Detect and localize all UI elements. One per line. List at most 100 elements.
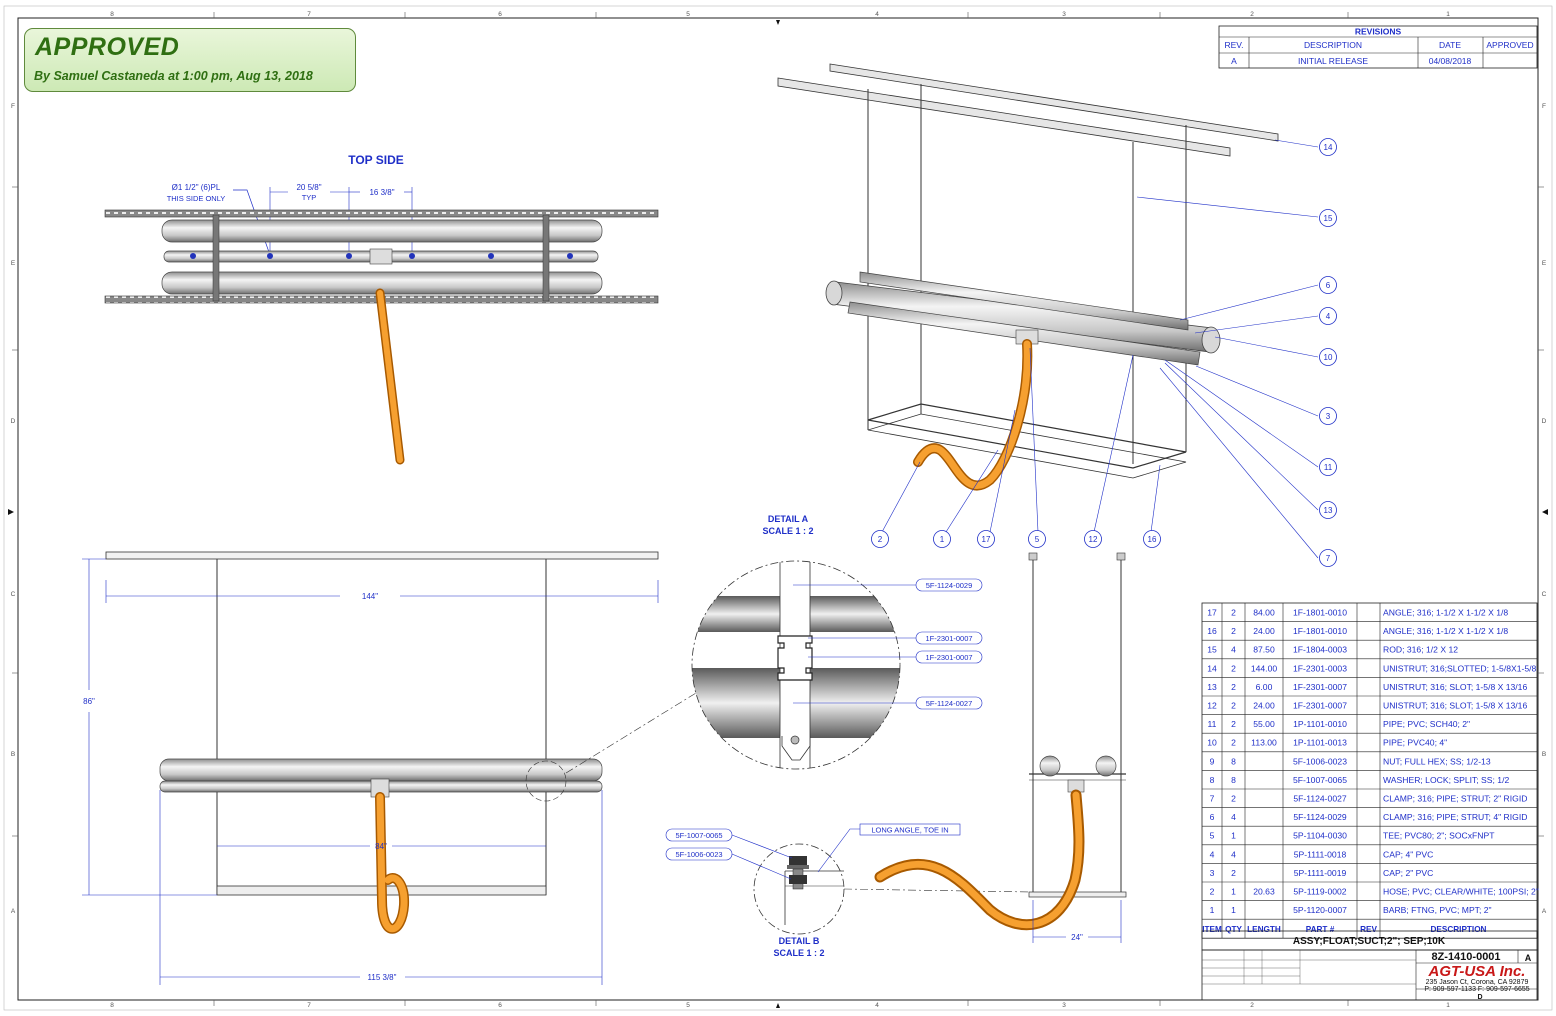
bom-cell: 12 — [1207, 701, 1217, 711]
bom-cell: 5F-1007-0065 — [1293, 775, 1347, 785]
top-view-title: TOP SIDE — [348, 153, 404, 167]
detail-a-callout-1: 5F-1124-0029 — [926, 581, 973, 590]
item-balloon — [1028, 530, 1046, 548]
zone-row-left: F — [11, 103, 15, 110]
item-balloon — [1319, 501, 1337, 519]
item-balloon-label: 3 — [1326, 412, 1331, 421]
bom-cell: UNISTRUT; 316; SLOT; 1-5/8 X 13/16 — [1383, 701, 1527, 711]
zone-col-top: 5 — [686, 11, 690, 18]
revisions-table: REVISIONS REV. DESCRIPTION DATE APPROVED… — [1218, 25, 1538, 69]
item-balloon — [1084, 530, 1102, 548]
zone-row-right: B — [1542, 751, 1546, 758]
dim-end: 16 3/8" — [369, 188, 394, 197]
bom-cell: UNISTRUT; 316;SLOTTED; 1-5/8X1-5/8 — [1383, 663, 1537, 673]
item-balloon-label: 15 — [1324, 214, 1333, 223]
bom-cell: ANGLE; 316; 1-1/2 X 1-1/2 X 1/8 — [1383, 626, 1508, 636]
item-balloon-label: 1 — [940, 535, 945, 544]
zone-col-bottom: 1 — [1446, 1002, 1450, 1009]
bom-cell: 1F-1801-0010 — [1293, 608, 1347, 618]
bom-cell: 2 — [1231, 719, 1236, 729]
detail-a-callout-2: 1F-2301-0007 — [925, 634, 972, 643]
bom-cell: 2 — [1231, 663, 1236, 673]
zone-col-top: 4 — [875, 11, 879, 18]
bom-cell: 20.63 — [1253, 887, 1275, 897]
bom-cell: 4 — [1231, 849, 1236, 859]
bom-header: ITEM — [1202, 925, 1222, 934]
zone-col-top: 6 — [498, 11, 502, 18]
bom-cell: 17 — [1207, 608, 1217, 618]
title-block-title: ASSY;FLOAT;SUCT;2"; SEP;10K — [1293, 936, 1446, 947]
drawing-rev: A — [1525, 953, 1532, 963]
item-balloon — [871, 530, 889, 548]
bom-cell: 1F-2301-0007 — [1293, 682, 1347, 692]
bom-cell: 11 — [1208, 719, 1217, 729]
sheet-size: D — [1477, 994, 1482, 1001]
zone-row-right: D — [1542, 418, 1547, 425]
bom-cell: 16 — [1207, 626, 1217, 636]
bom-cell: 4 — [1231, 645, 1236, 655]
bom-cell: 5F-1006-0023 — [1293, 756, 1347, 766]
bom-cell: WASHER; LOCK; SPLIT; SS; 1/2 — [1383, 775, 1509, 785]
bom-cell: 1 — [1231, 831, 1236, 841]
dim-bottom: 115 3/8" — [368, 973, 397, 982]
rev-row-rev: A — [1231, 56, 1237, 66]
bom-cell: 1F-2301-0003 — [1293, 663, 1347, 673]
item-balloon — [977, 530, 995, 548]
zone-row-left: E — [11, 260, 16, 267]
rev-row-description: INITIAL RELEASE — [1298, 56, 1368, 66]
bom-cell: 1F-1801-0010 — [1293, 626, 1347, 636]
bom-cell: 5P-1120-0007 — [1293, 905, 1347, 915]
bom-cell: 84.00 — [1253, 608, 1275, 618]
hole-note-2: THIS SIDE ONLY — [167, 194, 226, 203]
bom-cell: 2 — [1210, 887, 1215, 897]
dim-side-width: 24" — [1071, 933, 1083, 942]
item-balloon-label: 7 — [1326, 554, 1331, 563]
bom-cell: 87.50 — [1253, 645, 1275, 655]
bom-cell: 8 — [1231, 775, 1236, 785]
zone-col-top: 8 — [110, 11, 114, 18]
detail-b-callout-1: 5F-1007-0065 — [675, 831, 722, 840]
item-balloon-label: 16 — [1148, 535, 1157, 544]
rev-header-rev: REV. — [1224, 40, 1243, 50]
zone-col-bottom: 2 — [1250, 1002, 1254, 1009]
bom-cell: 14 — [1207, 663, 1217, 673]
bom-cell: 1F-2301-0007 — [1293, 701, 1347, 711]
bom-cell: NUT; FULL HEX; SS; 1/2-13 — [1383, 756, 1491, 766]
center-marks — [8, 20, 1548, 1008]
bom-cell: 15 — [1207, 645, 1217, 655]
bom-cell: 113.00 — [1251, 738, 1277, 748]
bom-cell: 7 — [1210, 794, 1215, 804]
bom-cell: 5P-1111-0018 — [1294, 849, 1347, 859]
bom-cell: CAP; 2" PVC — [1383, 868, 1433, 878]
bom-header: DESCRIPTION — [1431, 925, 1487, 934]
zone-col-bottom: 7 — [307, 1002, 311, 1009]
item-balloon-label: 14 — [1324, 143, 1333, 152]
bom-header: PART # — [1306, 925, 1335, 934]
detail-b-scale: SCALE 1 : 2 — [773, 948, 824, 958]
zone-col-top: 2 — [1250, 11, 1254, 18]
zone-row-right: F — [1542, 103, 1546, 110]
bom-cell: 13 — [1207, 682, 1217, 692]
detail-b: DETAIL B SCALE 1 : 2 5F-1007-0065 5F-100… — [665, 823, 1031, 958]
zone-col-bottom: 6 — [498, 1002, 502, 1009]
bom-cell: CAP; 4" PVC — [1383, 849, 1433, 859]
bom-cell: 1P-1101-0013 — [1293, 738, 1347, 748]
item-balloon — [1319, 458, 1337, 476]
zone-col-bottom: 4 — [875, 1002, 879, 1009]
item-balloon — [1319, 138, 1337, 156]
item-balloon-label: 4 — [1326, 312, 1331, 321]
bom-cell: 1 — [1210, 905, 1215, 915]
rev-header-date: DATE — [1439, 40, 1461, 50]
detail-b-note: LONG ANGLE, TOE IN — [871, 826, 948, 835]
dim-spacing: 20 5/8" — [296, 183, 321, 192]
approval-stamp: APPROVED By Samuel Castaneda at 1:00 pm,… — [24, 28, 356, 92]
bom-header: LENGTH — [1247, 925, 1281, 934]
zone-row-right: C — [1542, 591, 1547, 598]
zone-col-top: 7 — [307, 11, 311, 18]
bom-cell: CLAMP; 316; PIPE; STRUT; 4" RIGID — [1383, 812, 1527, 822]
bom-cell: 2 — [1231, 868, 1236, 878]
bom-cell: ROD; 316; 1/2 X 12 — [1383, 645, 1458, 655]
revisions-title: REVISIONS — [1355, 27, 1402, 37]
